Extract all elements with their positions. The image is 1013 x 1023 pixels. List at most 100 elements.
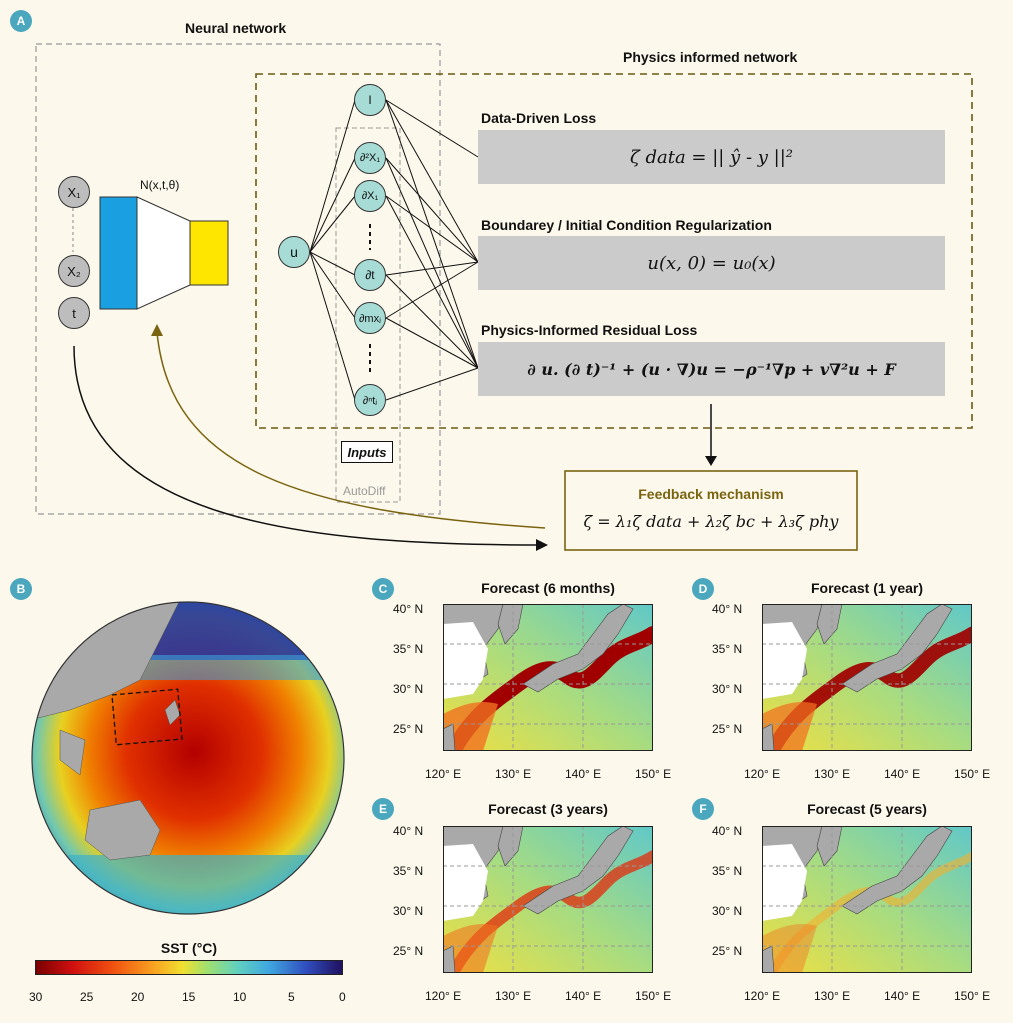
map-frame <box>762 604 972 751</box>
diagram-a-lines <box>35 43 973 551</box>
lat-tick-label: 35° N <box>712 864 743 878</box>
colorbar-tick-30: 30 <box>29 990 43 1004</box>
lon-tick-label: 140° E <box>884 767 921 781</box>
forecast-map-3 <box>762 826 972 973</box>
lon-tick-label: 130° E <box>814 989 851 1003</box>
colorbar-tick-0: 0 <box>339 990 346 1004</box>
colorbar-tick-25: 25 <box>80 990 94 1004</box>
lon-tick-label: 120° E <box>744 989 781 1003</box>
kuroshio-current <box>767 851 972 973</box>
input-node-x2: X₂ <box>58 255 90 287</box>
forecast-title-1y: Forecast (1 year) <box>810 580 924 596</box>
encoder-block <box>99 196 138 310</box>
masked-region <box>762 844 807 921</box>
lat-tick-label: 25° N <box>712 722 743 736</box>
masked-region <box>443 844 488 921</box>
lon-tick-label: 120° E <box>425 989 462 1003</box>
data-loss-equation: ζ data = || ŷ - y ||² <box>478 130 945 184</box>
deriv-node-dt: ∂t <box>354 259 386 291</box>
hidden-trapezoid <box>136 196 191 310</box>
center-node-u: u <box>278 236 310 268</box>
lat-tick-label: 30° N <box>393 904 424 918</box>
land-mass <box>522 826 634 915</box>
forecast-title-6m: Forecast (6 months) <box>481 580 615 596</box>
panel-label-b: B <box>10 578 32 600</box>
lat-tick-label: 25° N <box>393 944 424 958</box>
lat-tick-label: 30° N <box>393 682 424 696</box>
warm-water-region <box>443 924 498 973</box>
land-mass <box>762 945 775 973</box>
land-mass <box>816 826 843 867</box>
panel-label-c: C <box>372 578 394 600</box>
lat-tick-label: 30° N <box>712 682 743 696</box>
input-node-x1: X₁ <box>58 176 90 208</box>
deriv-node-dntj: ∂ⁿtⱼ <box>354 384 386 416</box>
lon-tick-label: 140° E <box>565 767 602 781</box>
land-mass <box>522 604 634 693</box>
colorbar <box>35 960 343 975</box>
lat-tick-label: 35° N <box>393 642 424 656</box>
lat-tick-label: 25° N <box>712 944 743 958</box>
lon-tick-label: 130° E <box>495 767 532 781</box>
feedback-equation: ζ = λ₁ζ data + λ₂ζ bc + λ₃ζ phy <box>583 512 839 531</box>
lat-tick-label: 35° N <box>712 642 743 656</box>
warm-water-region <box>762 924 817 973</box>
masked-region <box>762 622 807 699</box>
land-mass <box>497 826 524 867</box>
lon-tick-label: 120° E <box>744 767 781 781</box>
land-mass <box>841 604 953 693</box>
colorbar-title: SST (°C) <box>160 940 218 956</box>
input-node-t: t <box>58 297 90 329</box>
colorbar-tick-5: 5 <box>288 990 295 1004</box>
lat-tick-label: 40° N <box>712 602 743 616</box>
panel-label-d: D <box>692 578 714 600</box>
forecast-title-5y: Forecast (5 years) <box>807 801 927 817</box>
physics-network-box <box>255 73 973 429</box>
deriv-node-dmxj: ∂mxⱼ <box>354 302 386 334</box>
deriv-node-i: I <box>354 84 386 116</box>
colorbar-tick-20: 20 <box>131 990 145 1004</box>
bc-loss-title: Boundarey / Initial Condition Regulariza… <box>481 217 772 233</box>
land-mass <box>841 826 953 915</box>
masked-region <box>443 622 488 699</box>
forecast-map-1 <box>762 604 972 751</box>
lon-tick-label: 130° E <box>814 767 851 781</box>
lon-tick-label: 150° E <box>635 989 672 1003</box>
lat-tick-label: 25° N <box>393 722 424 736</box>
map-frame <box>762 826 972 973</box>
lat-tick-label: 35° N <box>393 864 424 878</box>
forecast-map-2 <box>443 826 653 973</box>
autodiff-label: AutoDiff <box>343 484 386 498</box>
autodiff-box <box>335 127 401 503</box>
land-mass <box>443 723 456 751</box>
panel-label-a: A <box>10 10 32 32</box>
land-mass <box>497 604 524 645</box>
bc-loss-equation: u(x, 0) = u₀(x) <box>478 236 945 290</box>
land-mass <box>762 723 775 751</box>
lat-tick-label: 30° N <box>712 904 743 918</box>
panel-label-e: E <box>372 798 394 820</box>
neural-network-title: Neural network <box>185 20 287 36</box>
physics-network-title: Physics informed network <box>623 49 798 65</box>
panel-label-f: F <box>692 798 714 820</box>
inputs-label: Inputs <box>341 441 393 463</box>
lon-tick-label: 130° E <box>495 989 532 1003</box>
lon-tick-label: 150° E <box>954 989 991 1003</box>
function-label: N(x,t,θ) <box>140 178 180 192</box>
map-frame <box>443 604 653 751</box>
lat-tick-label: 40° N <box>393 602 424 616</box>
colorbar-tick-15: 15 <box>182 990 196 1004</box>
lon-tick-label: 120° E <box>425 767 462 781</box>
data-loss-title: Data-Driven Loss <box>481 110 597 126</box>
globe-map <box>31 601 345 915</box>
colorbar-tick-10: 10 <box>233 990 247 1004</box>
forecast-map-0 <box>443 604 653 751</box>
forecast-title-3y: Forecast (3 years) <box>488 801 608 817</box>
phys-loss-equation: ∂ u. (∂ t)⁻¹ + (u · ∇)u = −ρ⁻¹∇p + v∇²u … <box>478 342 945 396</box>
deriv-node-d2x1: ∂²X₁ <box>354 142 386 174</box>
decoder-block <box>189 220 229 286</box>
feedback-box <box>564 470 858 551</box>
study-region-box <box>111 688 183 746</box>
deriv-node-dx1: ∂X₁ <box>354 180 386 212</box>
phys-loss-title: Physics-Informed Residual Loss <box>481 322 698 338</box>
